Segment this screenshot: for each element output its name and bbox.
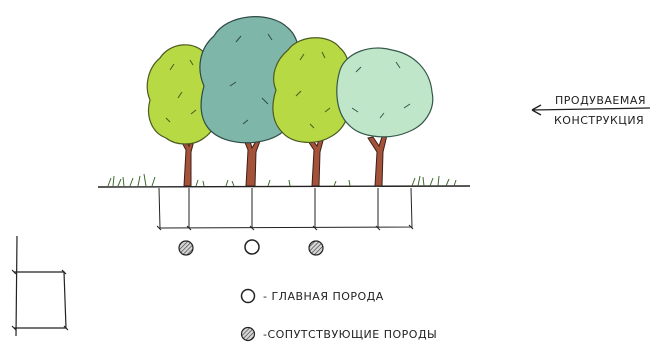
spacing-bracket — [156, 187, 414, 231]
tree-3-trunk — [305, 135, 325, 187]
wind-indicator: ПРОДУВАЕМАЯ КОНСТРУКЦИЯ — [531, 94, 651, 127]
tree-4-trunk — [367, 133, 388, 187]
grass-right — [411, 175, 457, 187]
ground-line — [97, 185, 471, 188]
legend-main-species-icon — [240, 288, 256, 304]
grass-mid — [195, 179, 351, 187]
wind-label-line1: ПРОДУВАЕМАЯ — [555, 94, 646, 107]
companion-species-marker — [308, 240, 324, 256]
planting-scheme — [178, 239, 324, 256]
wind-arrow-icon — [531, 104, 651, 116]
tree-4-crown — [336, 47, 434, 138]
tree-3 — [272, 37, 350, 187]
tree-3-crown — [272, 37, 350, 143]
tree-2-trunk — [243, 139, 261, 187]
wind-label-line2: КОНСТРУКЦИЯ — [554, 114, 644, 127]
legend: - ГЛАВНАЯ ПОРОДА -СОПУТСТВУЮЩИЕ ПОРОДЫ — [240, 288, 437, 342]
main-species-marker — [244, 239, 260, 255]
grass-left — [107, 173, 156, 187]
ground — [97, 173, 471, 188]
profile-sketch — [11, 235, 69, 337]
legend-main-species-label: - ГЛАВНАЯ ПОРОДА — [263, 290, 384, 303]
legend-companion-species-label: -СОПУТСТВУЮЩИЕ ПОРОДЫ — [263, 328, 437, 341]
companion-species-marker — [178, 240, 194, 256]
tree-4 — [336, 47, 434, 187]
legend-companion-species-icon — [240, 326, 256, 342]
